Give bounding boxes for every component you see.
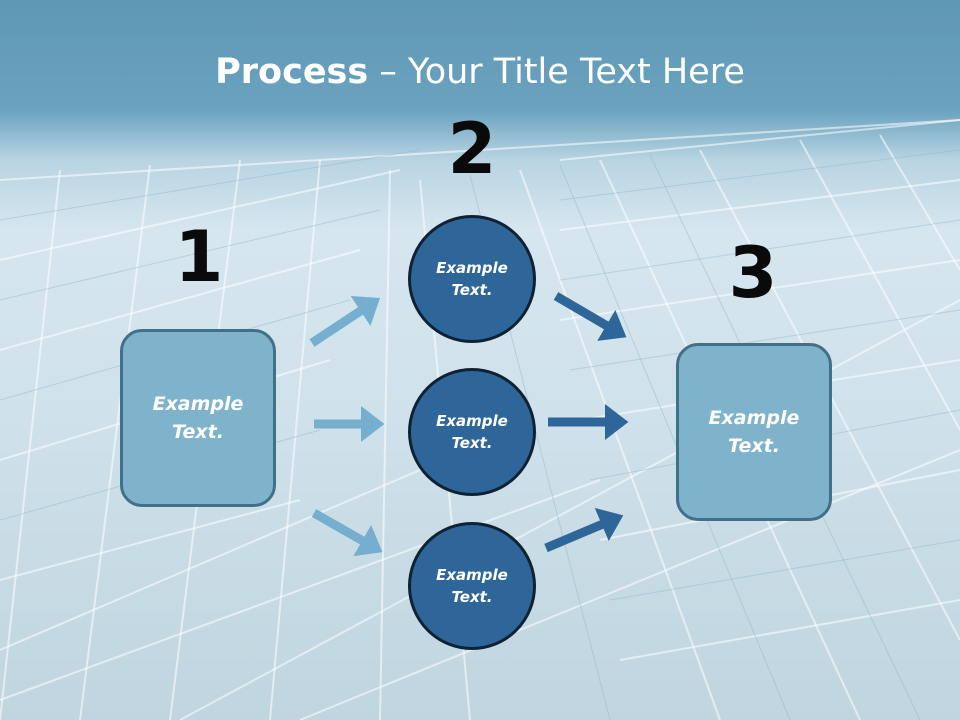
step-box-3-label: Example Text. <box>708 406 800 458</box>
arrow-from-circle-1 <box>553 292 627 341</box>
step-box-3: Example Text. <box>676 343 832 521</box>
step-circle-1: Example Text. <box>408 215 536 343</box>
step-number-1: 1 <box>174 216 224 298</box>
title-rest: – Your Title Text Here <box>368 52 745 92</box>
step-number-2: 2 <box>447 108 497 190</box>
step-circle-3-label: Example Text. <box>436 565 508 607</box>
arrow-to-circle-1 <box>309 295 381 347</box>
arrow-from-circle-3 <box>544 507 624 553</box>
step-circle-2-label: Example Text. <box>436 411 508 453</box>
slide-title: Process – Your Title Text Here <box>0 52 960 92</box>
step-box-1-label: Example Text. <box>152 392 244 444</box>
step-circle-3: Example Text. <box>408 522 536 650</box>
step-circle-2: Example Text. <box>408 368 536 496</box>
title-strong: Process <box>215 52 369 92</box>
arrow-to-circle-3 <box>311 509 383 557</box>
step-box-1: Example Text. <box>120 329 276 507</box>
step-circle-1-label: Example Text. <box>436 258 508 300</box>
step-number-3: 3 <box>728 232 778 314</box>
